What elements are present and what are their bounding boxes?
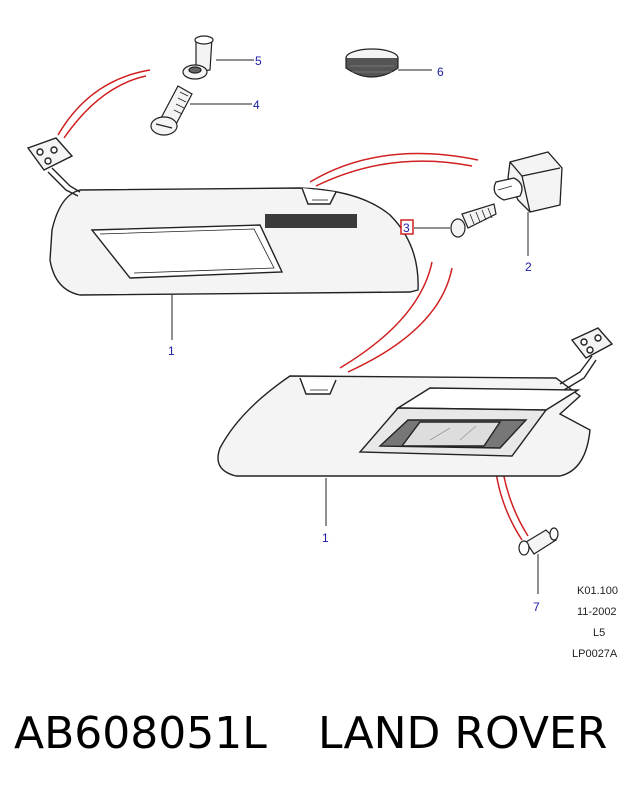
clip-item-2 [493, 151, 563, 256]
parts-diagram: 1 1 2 3 4 5 6 7 K01.100 11-2002 L5 LP002… [26, 35, 618, 660]
callout-6: 6 [437, 65, 444, 79]
bulb-item-7 [518, 527, 559, 594]
callout-2: 2 [525, 260, 532, 274]
ref-date: 11-2002 [577, 606, 617, 618]
ref-level: L5 [593, 627, 605, 639]
ref-plate: LP0027A [572, 648, 618, 660]
callout-3: 3 [403, 221, 410, 235]
callout-5: 5 [255, 54, 262, 68]
brand-name: LAND ROVER [318, 708, 608, 759]
callout-4: 4 [253, 98, 260, 112]
cap-item-6 [345, 48, 432, 78]
ref-code: K01.100 [577, 585, 618, 597]
callout-7: 7 [533, 600, 540, 614]
upper-sun-visor [26, 137, 419, 340]
callout-1-lower: 1 [322, 531, 329, 545]
bolt-assembly [150, 35, 254, 136]
part-number: AB608051L [14, 708, 267, 759]
lower-sun-visor [217, 327, 614, 526]
callout-1-upper: 1 [168, 344, 175, 358]
footer-band [0, 672, 639, 804]
screw-item-3 [400, 203, 497, 238]
